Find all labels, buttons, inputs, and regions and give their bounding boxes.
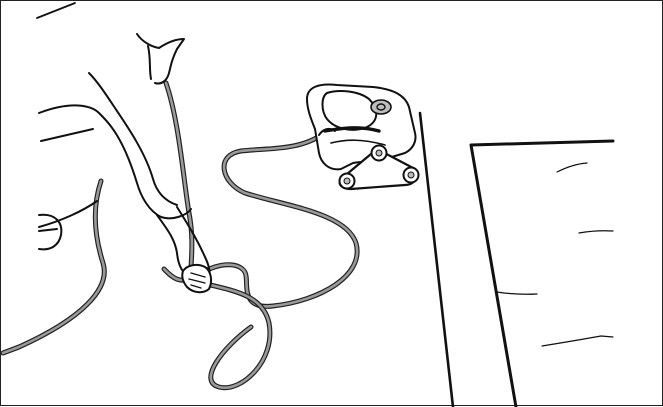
water-ripple [497, 292, 537, 294]
hose-cable [3, 83, 357, 388]
water-ripple [579, 231, 613, 233]
robot-top-port [371, 100, 391, 114]
pool-robot [307, 85, 419, 189]
water-ripple [557, 163, 587, 172]
pool-edge-line [420, 113, 453, 407]
person-lower-arm [157, 215, 187, 275]
water-ripples [497, 163, 613, 346]
person-raised-arm [137, 34, 184, 84]
person-figure [39, 34, 211, 292]
pool-basin-outline [471, 141, 613, 407]
corner-line [37, 3, 75, 18]
water-ripple [542, 336, 613, 346]
person-hand [182, 265, 211, 292]
